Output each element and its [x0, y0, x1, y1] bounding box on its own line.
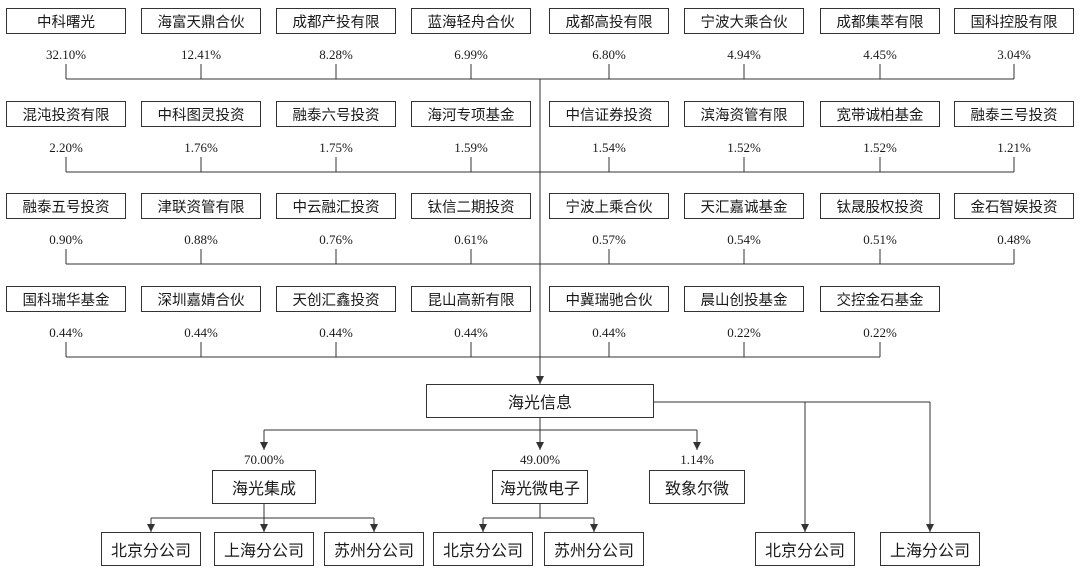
arrow-head-icon [479, 524, 487, 532]
shareholding-pct: 1.52% [863, 140, 897, 155]
shareholder-box: 蓝海轻舟合伙 [411, 8, 531, 34]
subsidiary-pct: 49.00% [519, 452, 561, 467]
arrow-head-icon [147, 524, 155, 532]
branch-office-box: 北京分公司 [755, 532, 855, 566]
shareholding-pct: 1.75% [319, 140, 353, 155]
arrow-head-icon [370, 524, 378, 532]
shareholding-pct: 1.76% [184, 140, 218, 155]
subsidiary-box: 致象尔微 [649, 470, 745, 504]
arrow-head-icon [590, 524, 598, 532]
shareholder-box: 国科瑞华基金 [6, 286, 126, 312]
branch-office-box: 苏州分公司 [324, 532, 424, 566]
arrow-head-icon [693, 442, 701, 450]
shareholder-box: 中科图灵投资 [141, 101, 261, 127]
arrow-head-icon [926, 524, 934, 532]
shareholder-box: 中冀瑞驰合伙 [549, 286, 669, 312]
shareholding-pct: 0.57% [592, 232, 626, 247]
shareholder-box: 宁波上乘合伙 [549, 193, 669, 219]
subsidiary-box: 海光集成 [212, 470, 316, 504]
shareholding-pct: 0.54% [727, 232, 761, 247]
branch-office-box: 上海分公司 [214, 532, 314, 566]
subsidiary-box: 海光微电子 [492, 470, 588, 504]
shareholding-pct: 0.48% [997, 232, 1031, 247]
arrow-head-icon [801, 524, 809, 532]
branch-office-box: 北京分公司 [101, 532, 201, 566]
subsidiary-pct: 70.00% [243, 452, 285, 467]
shareholding-pct: 32.10% [45, 47, 87, 62]
shareholding-pct: 0.22% [727, 325, 761, 340]
arrow-head-icon [260, 442, 268, 450]
shareholder-box: 宽带诚柏基金 [820, 101, 940, 127]
shareholder-box: 钛晟股权投资 [820, 193, 940, 219]
shareholding-pct: 1.54% [592, 140, 626, 155]
shareholding-pct: 0.44% [184, 325, 218, 340]
shareholder-box: 中科曙光 [6, 8, 126, 34]
shareholder-box: 海河专项基金 [411, 101, 531, 127]
shareholder-box: 成都产投有限 [276, 8, 396, 34]
shareholder-box: 天创汇鑫投资 [276, 286, 396, 312]
arrow-head-icon [260, 524, 268, 532]
shareholding-pct: 4.45% [863, 47, 897, 62]
shareholder-box: 金石智娱投资 [954, 193, 1074, 219]
shareholder-box: 昆山高新有限 [411, 286, 531, 312]
shareholding-pct: 0.44% [49, 325, 83, 340]
shareholding-pct: 8.28% [319, 47, 353, 62]
branch-office-box: 上海分公司 [880, 532, 980, 566]
shareholder-box: 成都高投有限 [549, 8, 669, 34]
branch-office-box: 苏州分公司 [544, 532, 644, 566]
shareholder-box: 中云融汇投资 [276, 193, 396, 219]
shareholder-box: 晨山创投基金 [684, 286, 804, 312]
shareholding-pct: 12.41% [180, 47, 222, 62]
shareholding-pct: 0.44% [319, 325, 353, 340]
shareholding-pct: 0.44% [454, 325, 488, 340]
shareholding-pct: 1.59% [454, 140, 488, 155]
arrow-head-icon [536, 376, 544, 384]
shareholder-box: 融泰五号投资 [6, 193, 126, 219]
shareholding-pct: 6.80% [592, 47, 626, 62]
shareholding-pct: 0.51% [863, 232, 897, 247]
shareholder-box: 成都集萃有限 [820, 8, 940, 34]
company-box: 海光信息 [426, 384, 654, 418]
shareholder-box: 钛信二期投资 [411, 193, 531, 219]
arrow-head-icon [536, 442, 544, 450]
shareholding-pct: 0.90% [49, 232, 83, 247]
subsidiary-pct: 1.14% [680, 452, 714, 467]
shareholding-pct: 0.44% [592, 325, 626, 340]
shareholding-pct: 4.94% [727, 47, 761, 62]
shareholder-box: 深圳嘉婧合伙 [141, 286, 261, 312]
shareholder-box: 津联资管有限 [141, 193, 261, 219]
branch-office-box: 北京分公司 [433, 532, 533, 566]
shareholder-box: 滨海资管有限 [684, 101, 804, 127]
shareholder-box: 融泰三号投资 [954, 101, 1074, 127]
shareholder-box: 融泰六号投资 [276, 101, 396, 127]
shareholder-box: 天汇嘉诚基金 [684, 193, 804, 219]
shareholding-pct: 0.61% [454, 232, 488, 247]
shareholding-pct: 1.21% [997, 140, 1031, 155]
shareholding-pct: 1.52% [727, 140, 761, 155]
shareholder-box: 宁波大乘合伙 [684, 8, 804, 34]
shareholding-pct: 0.88% [184, 232, 218, 247]
shareholding-pct: 0.76% [319, 232, 353, 247]
shareholding-pct: 6.99% [454, 47, 488, 62]
shareholding-pct: 2.20% [49, 140, 83, 155]
shareholder-box: 交控金石基金 [820, 286, 940, 312]
shareholding-pct: 0.22% [863, 325, 897, 340]
shareholding-pct: 3.04% [997, 47, 1031, 62]
shareholder-box: 国科控股有限 [954, 8, 1074, 34]
shareholder-box: 中信证券投资 [549, 101, 669, 127]
shareholder-box: 混沌投资有限 [6, 101, 126, 127]
shareholder-box: 海富天鼎合伙 [141, 8, 261, 34]
